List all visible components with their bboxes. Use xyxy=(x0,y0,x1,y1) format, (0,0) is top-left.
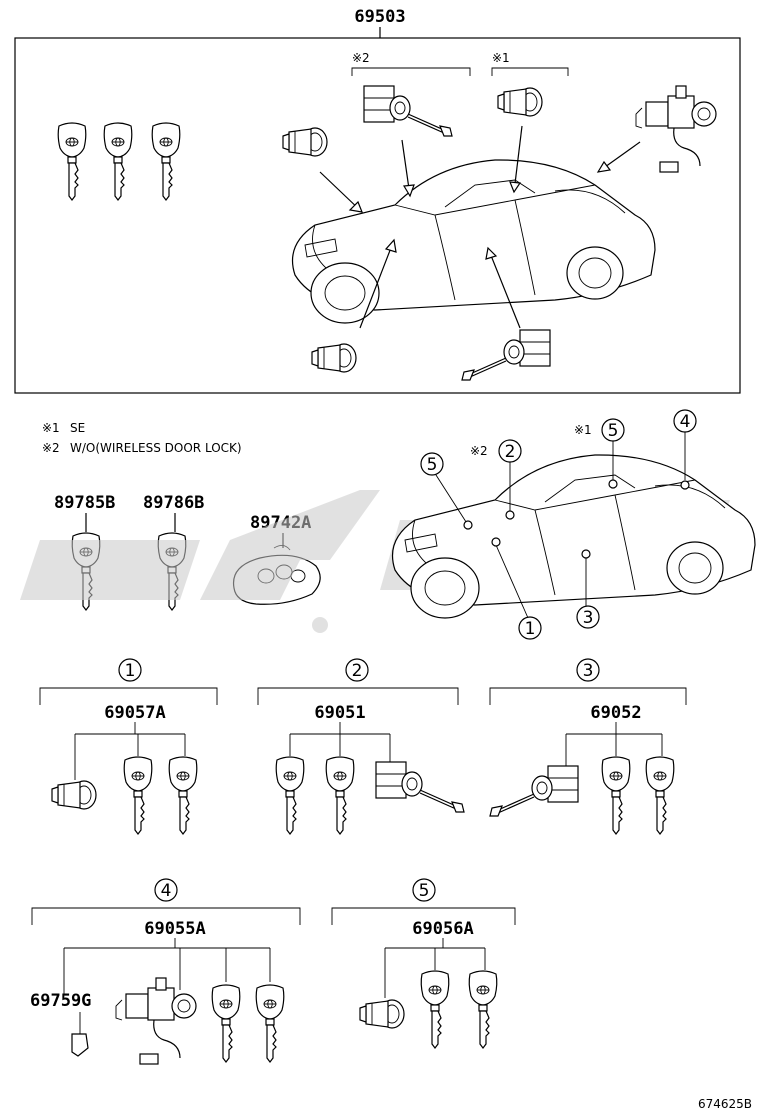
key-icon xyxy=(255,984,285,1063)
car-outline-top xyxy=(291,159,656,324)
key-icon xyxy=(601,756,631,835)
group-1-number: 1 xyxy=(125,661,136,681)
part-number-89786B: 89786B xyxy=(143,493,204,513)
svg-text:4: 4 xyxy=(680,412,691,432)
note-1: ※1 SE xyxy=(42,421,85,435)
top-marker-1: ※1 xyxy=(492,51,510,65)
key-icon xyxy=(468,970,498,1049)
lock-cylinder-icon xyxy=(311,343,357,373)
car-callout-2: ※2 2 xyxy=(470,439,522,520)
lock-cylinder-icon xyxy=(51,780,97,810)
svg-text:5: 5 xyxy=(608,421,619,441)
note-1-mark: ※1 xyxy=(42,421,60,435)
group-3-part-number: 69052 xyxy=(590,703,641,723)
key-icon xyxy=(325,756,355,835)
group-4-part-number: 69055A xyxy=(144,919,205,939)
key-icon xyxy=(57,122,87,201)
key-icon xyxy=(168,756,198,835)
car-callout-4: 4 xyxy=(673,409,697,490)
lock-cylinder-icon xyxy=(282,127,328,157)
group-4: 4 69055A 69759G xyxy=(30,878,301,1065)
group-5-number: 5 xyxy=(419,881,430,901)
car-callout-5a: 5 xyxy=(420,452,473,530)
car-callout-3: 3 xyxy=(576,549,600,629)
svg-text:3: 3 xyxy=(583,608,594,628)
group-2-number: 2 xyxy=(352,661,363,681)
key-icon xyxy=(275,756,305,835)
group-1: 1 69057A xyxy=(39,658,218,835)
svg-text:1: 1 xyxy=(525,619,536,639)
svg-text:5: 5 xyxy=(427,455,438,475)
group-3-number: 3 xyxy=(583,661,594,681)
door-lock-icon xyxy=(461,329,551,381)
group-5: 5 69056A xyxy=(331,878,516,1049)
car-callout-1: 1 xyxy=(491,537,542,640)
group-2: 2 69051 xyxy=(257,658,465,835)
group-4-number: 4 xyxy=(161,881,172,901)
group-5-part-number: 69056A xyxy=(412,919,473,939)
top-marker-2: ※2 xyxy=(352,51,370,65)
group-3: 3 69052 xyxy=(489,658,687,835)
svg-text:2: 2 xyxy=(505,442,516,462)
key-icon xyxy=(211,984,241,1063)
car-outline-index xyxy=(391,454,756,619)
group-4-sub-part-number: 69759G xyxy=(30,991,91,1011)
ignition-switch-icon xyxy=(115,977,197,1065)
marker-2-bracket xyxy=(351,67,471,76)
group-2-part-number: 69051 xyxy=(314,703,365,723)
part-number-89785B: 89785B xyxy=(54,493,115,513)
note-2-mark: ※2 xyxy=(42,441,60,455)
svg-text:※2: ※2 xyxy=(470,444,488,458)
note-2: ※2 W/O(WIRELESS DOOR LOCK) xyxy=(42,441,242,455)
note-1-text: SE xyxy=(70,421,85,435)
ignition-switch-icon xyxy=(635,85,717,173)
lock-cylinder-icon xyxy=(359,999,405,1029)
top-arrows xyxy=(319,125,641,329)
note-2-text: W/O(WIRELESS DOOR LOCK) xyxy=(70,441,242,455)
door-lock-icon xyxy=(489,765,579,817)
marker-1-bracket xyxy=(491,67,569,76)
group-1-part-number: 69057A xyxy=(104,703,165,723)
door-lock-icon xyxy=(375,761,465,813)
door-lock-icon xyxy=(363,85,453,137)
lock-cylinder-icon xyxy=(497,87,543,117)
illustration-code: 674625B xyxy=(698,1097,752,1111)
key-icon xyxy=(420,970,450,1049)
top-kit-frame xyxy=(14,37,741,394)
key-icon xyxy=(645,756,675,835)
svg-text:※1: ※1 xyxy=(574,423,592,437)
key-icon xyxy=(151,122,181,201)
car-callout-5b: ※1 5 xyxy=(574,418,625,489)
top-kit-number: 69503 xyxy=(354,7,405,27)
key-icon xyxy=(123,756,153,835)
key-icon xyxy=(103,122,133,201)
